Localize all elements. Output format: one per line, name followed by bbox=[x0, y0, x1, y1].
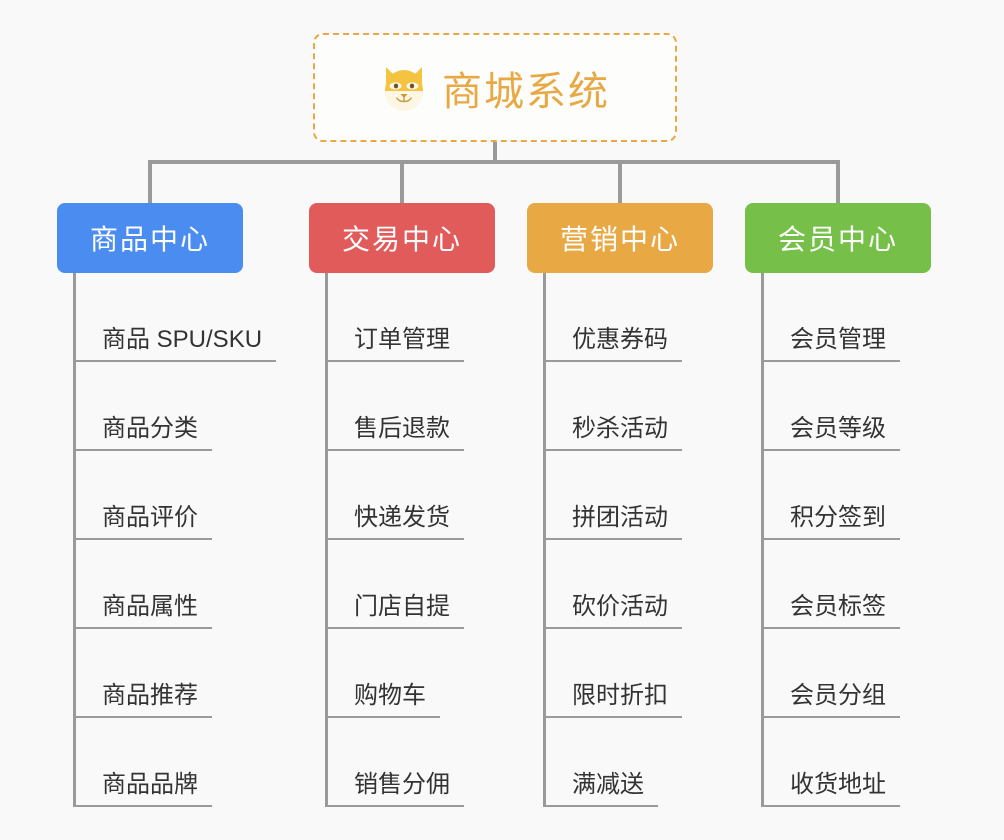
leaf-label: 限时折扣 bbox=[546, 675, 682, 718]
column-items-product-center: 商品 SPU/SKU 商品分类 商品评价 商品属性 商品推荐 商品品牌 bbox=[73, 273, 322, 807]
leaf-label: 商品品牌 bbox=[76, 764, 212, 807]
leaf-item[interactable]: 商品品牌 bbox=[76, 718, 322, 807]
leaf-item[interactable]: 满减送 bbox=[546, 718, 792, 807]
leaf-label: 门店自提 bbox=[328, 586, 464, 629]
leaf-item[interactable]: 快递发货 bbox=[328, 451, 574, 540]
leaf-label: 售后退款 bbox=[328, 408, 464, 451]
leaf-label: 会员分组 bbox=[764, 675, 900, 718]
root-node[interactable]: 商城系统 bbox=[313, 33, 677, 142]
connector-drop-1 bbox=[148, 160, 152, 205]
column-member-center: 会员中心 会员管理 会员等级 积分签到 会员标签 会员分组 收货地址 bbox=[745, 203, 1004, 807]
column-items-marketing-center: 优惠券码 秒杀活动 拼团活动 砍价活动 限时折扣 满减送 bbox=[543, 273, 792, 807]
leaf-label: 积分签到 bbox=[764, 497, 900, 540]
column-product-center: 商品中心 商品 SPU/SKU 商品分类 商品评价 商品属性 商品推荐 商品品牌 bbox=[57, 203, 322, 807]
leaf-label: 会员等级 bbox=[764, 408, 900, 451]
connector-horizontal-bus bbox=[148, 160, 840, 164]
dog-face-icon bbox=[380, 63, 428, 113]
leaf-item[interactable]: 商品属性 bbox=[76, 540, 322, 629]
leaf-label: 商品 SPU/SKU bbox=[76, 319, 277, 362]
leaf-item[interactable]: 商品评价 bbox=[76, 451, 322, 540]
leaf-label: 销售分佣 bbox=[328, 764, 464, 807]
leaf-label: 快递发货 bbox=[328, 497, 464, 540]
leaf-label: 拼团活动 bbox=[546, 497, 682, 540]
connector-drop-4 bbox=[836, 160, 840, 205]
leaf-label: 收货地址 bbox=[764, 764, 900, 807]
connector-root-stem bbox=[493, 142, 497, 164]
column-header-trade-center[interactable]: 交易中心 bbox=[309, 203, 495, 273]
leaf-label: 会员标签 bbox=[764, 586, 900, 629]
column-items-trade-center: 订单管理 售后退款 快递发货 门店自提 购物车 销售分佣 bbox=[325, 273, 574, 807]
leaf-label: 订单管理 bbox=[328, 319, 464, 362]
leaf-item[interactable]: 砍价活动 bbox=[546, 540, 792, 629]
leaf-item[interactable]: 会员标签 bbox=[764, 540, 1004, 629]
leaf-label: 购物车 bbox=[328, 675, 440, 718]
leaf-label: 砍价活动 bbox=[546, 586, 682, 629]
column-header-marketing-center[interactable]: 营销中心 bbox=[527, 203, 713, 273]
leaf-item[interactable]: 会员等级 bbox=[764, 362, 1004, 451]
connector-drop-3 bbox=[618, 160, 622, 205]
column-header-member-center[interactable]: 会员中心 bbox=[745, 203, 931, 273]
leaf-item[interactable]: 优惠券码 bbox=[546, 273, 792, 362]
leaf-label: 商品推荐 bbox=[76, 675, 212, 718]
leaf-item[interactable]: 收货地址 bbox=[764, 718, 1004, 807]
leaf-item[interactable]: 门店自提 bbox=[328, 540, 574, 629]
leaf-label: 商品属性 bbox=[76, 586, 212, 629]
leaf-label: 商品分类 bbox=[76, 408, 212, 451]
column-marketing-center: 营销中心 优惠券码 秒杀活动 拼团活动 砍价活动 限时折扣 满减送 bbox=[527, 203, 792, 807]
leaf-item[interactable]: 拼团活动 bbox=[546, 451, 792, 540]
leaf-item[interactable]: 会员管理 bbox=[764, 273, 1004, 362]
leaf-label: 优惠券码 bbox=[546, 319, 682, 362]
column-items-member-center: 会员管理 会员等级 积分签到 会员标签 会员分组 收货地址 bbox=[761, 273, 1004, 807]
leaf-item[interactable]: 商品 SPU/SKU bbox=[76, 273, 322, 362]
leaf-item[interactable]: 积分签到 bbox=[764, 451, 1004, 540]
root-title: 商城系统 bbox=[442, 69, 610, 114]
leaf-label: 满减送 bbox=[546, 764, 658, 807]
leaf-label: 商品评价 bbox=[76, 497, 212, 540]
column-header-product-center[interactable]: 商品中心 bbox=[57, 203, 243, 273]
leaf-item[interactable]: 订单管理 bbox=[328, 273, 574, 362]
leaf-item[interactable]: 秒杀活动 bbox=[546, 362, 792, 451]
leaf-item[interactable]: 销售分佣 bbox=[328, 718, 574, 807]
leaf-item[interactable]: 会员分组 bbox=[764, 629, 1004, 718]
leaf-label: 秒杀活动 bbox=[546, 408, 682, 451]
leaf-item[interactable]: 售后退款 bbox=[328, 362, 574, 451]
leaf-item[interactable]: 限时折扣 bbox=[546, 629, 792, 718]
leaf-item[interactable]: 购物车 bbox=[328, 629, 574, 718]
leaf-item[interactable]: 商品分类 bbox=[76, 362, 322, 451]
column-trade-center: 交易中心 订单管理 售后退款 快递发货 门店自提 购物车 销售分佣 bbox=[309, 203, 574, 807]
leaf-item[interactable]: 商品推荐 bbox=[76, 629, 322, 718]
leaf-label: 会员管理 bbox=[764, 319, 900, 362]
connector-drop-2 bbox=[400, 160, 404, 205]
